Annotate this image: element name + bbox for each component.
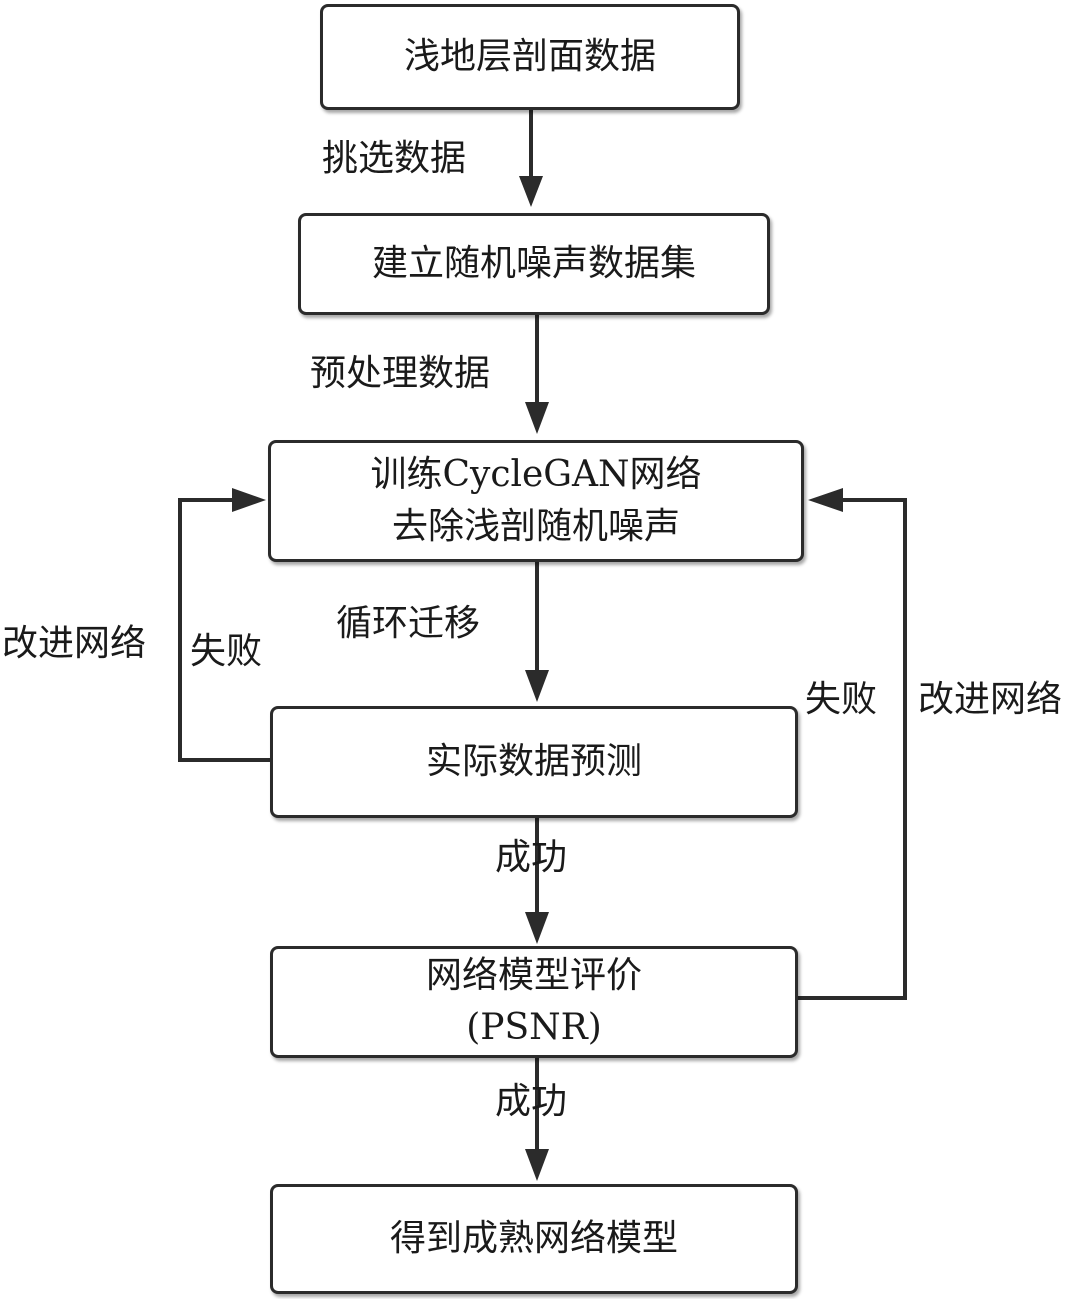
edge-label-success-2: 成功 bbox=[495, 1081, 568, 1122]
node-train-cyclegan: 训练CycleGAN网络 去除浅剖随机噪声 bbox=[268, 440, 804, 562]
edge-label-right-improve: 改进网络 bbox=[918, 679, 1063, 720]
arrowhead-right-loop bbox=[808, 488, 843, 512]
node-build-noise-dataset: 建立随机噪声数据集 bbox=[298, 213, 770, 315]
loop-right bbox=[795, 498, 907, 1000]
arrowhead-n2-n3 bbox=[525, 402, 549, 434]
edge-label-cycle-transfer: 循环迁移 bbox=[336, 603, 481, 644]
node-model-evaluation: 网络模型评价 (PSNR) bbox=[270, 946, 798, 1058]
node-label: 得到成熟网络模型 bbox=[389, 1218, 678, 1259]
arrowhead-n5-n6 bbox=[525, 1149, 549, 1181]
loop-left bbox=[178, 498, 270, 762]
node-label: 浅地层剖面数据 bbox=[403, 36, 656, 77]
edge-label-success-1: 成功 bbox=[495, 837, 568, 878]
arrowhead-left-loop bbox=[232, 488, 266, 512]
edge-label-right-fail: 失败 bbox=[805, 679, 878, 720]
node-label-line-2: (PSNR) bbox=[466, 1007, 602, 1048]
arrowhead-n1-n2 bbox=[519, 176, 543, 207]
arrowhead-n4-n5 bbox=[525, 912, 549, 944]
node-real-data-prediction: 实际数据预测 bbox=[270, 706, 798, 818]
node-label-line-1: 训练CycleGAN网络 bbox=[370, 454, 702, 495]
node-label: 实际数据预测 bbox=[425, 741, 642, 782]
edge-label-select-data: 挑选数据 bbox=[322, 138, 467, 179]
node-label: 建立随机噪声数据集 bbox=[371, 243, 696, 284]
edge-label-preprocess-data: 预处理数据 bbox=[310, 353, 491, 394]
edge-label-left-fail: 失败 bbox=[190, 631, 263, 672]
edge-label-left-improve: 改进网络 bbox=[2, 623, 147, 664]
node-label-line-1: 网络模型评价 bbox=[425, 955, 642, 996]
node-shallow-profile-data: 浅地层剖面数据 bbox=[320, 4, 740, 110]
node-mature-model: 得到成熟网络模型 bbox=[270, 1184, 798, 1294]
node-label-line-2: 去除浅剖随机噪声 bbox=[391, 506, 680, 547]
arrowhead-n3-n4 bbox=[525, 670, 549, 702]
